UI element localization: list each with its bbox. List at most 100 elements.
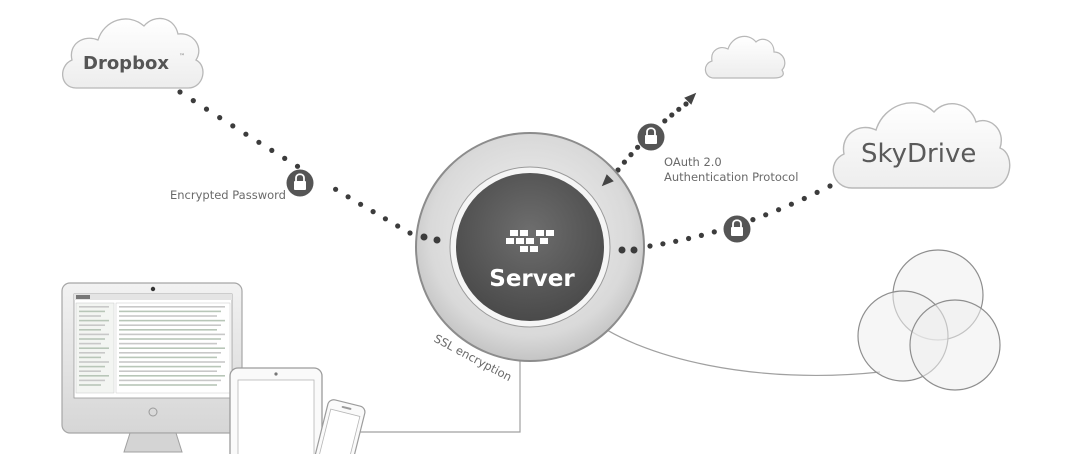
connector-dot <box>618 246 626 254</box>
path-dot <box>827 183 833 189</box>
path-dot <box>686 235 692 242</box>
oauth-dotted-path <box>615 101 689 173</box>
lock-icon <box>645 127 657 144</box>
server-label: Server <box>489 266 575 292</box>
screen-row <box>79 384 101 386</box>
desktop-computer[interactable] <box>61 282 243 453</box>
screen-row <box>79 361 109 363</box>
lock-icon <box>731 219 743 236</box>
screen-row <box>119 319 225 322</box>
screen-row <box>119 333 225 336</box>
phone-speaker-icon <box>341 405 352 410</box>
screen-row <box>79 356 101 359</box>
path-dot <box>676 106 682 112</box>
dropbox-cloud[interactable]: Dropbox ™ <box>62 17 204 89</box>
screen-row <box>119 306 225 308</box>
screen-row <box>119 365 221 368</box>
path-dot <box>698 232 705 238</box>
screen-row <box>119 347 225 349</box>
oauth-label-line1: OAuth 2.0 <box>664 155 722 169</box>
generic-cloud[interactable] <box>704 35 786 79</box>
screen-row <box>119 375 225 377</box>
screen-row <box>119 379 221 382</box>
path-dot <box>407 230 413 236</box>
tablet-screen <box>237 379 315 454</box>
oauth-label-line2: Authentication Protocol <box>664 170 798 184</box>
path-dot <box>177 89 183 95</box>
path-dot <box>243 131 249 137</box>
path-dot <box>382 216 388 222</box>
path-dot <box>358 201 364 207</box>
skydrive-label: SkyDrive <box>861 139 976 169</box>
skydrive-cloud[interactable]: SkyDrive . <box>832 102 1011 189</box>
phone-screen <box>316 408 361 454</box>
connector-lines <box>360 314 881 433</box>
path-dot <box>217 115 223 121</box>
path-dot <box>345 194 351 200</box>
app-file-rows <box>119 306 225 386</box>
screen-row <box>79 333 109 336</box>
server-node[interactable]: Server <box>415 132 645 362</box>
lock-oauth <box>637 123 665 151</box>
path-dot <box>776 207 782 213</box>
screen-row <box>119 342 217 345</box>
cloud-icon <box>704 35 786 79</box>
screen-row <box>119 384 217 386</box>
encrypted-password-label: Encrypted Password <box>170 188 286 202</box>
lock-skydrive <box>723 215 751 243</box>
tablet-camera-icon <box>274 372 278 376</box>
path-dot <box>395 223 401 229</box>
server-logo-icon <box>506 230 554 252</box>
path-dot <box>190 98 196 104</box>
screen-row <box>79 310 105 313</box>
path-dot <box>669 112 675 118</box>
screen-row <box>79 315 101 317</box>
dropbox-trademark: ™ <box>179 53 185 60</box>
screen-row <box>79 375 109 377</box>
app-logo-icon <box>76 295 90 299</box>
phone-device[interactable] <box>312 398 366 454</box>
screen-row <box>79 347 109 349</box>
screen-row <box>79 329 101 331</box>
screen-row <box>119 356 217 359</box>
path-dot <box>662 118 668 124</box>
path-dot <box>615 167 621 173</box>
path-dot <box>711 229 717 235</box>
connector-dot <box>433 236 441 244</box>
path-dot <box>370 209 376 215</box>
path-dot <box>333 186 339 192</box>
screen-row <box>79 306 109 308</box>
screen-row <box>119 338 221 340</box>
cloud-icon <box>62 17 204 89</box>
skydrive-dot: . <box>967 146 973 167</box>
path-dot <box>269 147 275 153</box>
screen-row <box>79 379 105 382</box>
connector-dot <box>630 246 638 254</box>
skydrive-dotted-path <box>647 183 833 249</box>
imac-stand <box>123 432 183 453</box>
screen-row <box>119 329 217 331</box>
app-sidebar-tree <box>79 306 109 386</box>
arrow-icon <box>684 92 697 105</box>
path-dot <box>621 159 628 165</box>
screen-row <box>79 338 105 340</box>
connector-dot <box>420 233 428 241</box>
screen-row <box>79 342 101 345</box>
arrow-icon <box>601 174 614 187</box>
storage-cluster[interactable] <box>857 249 1001 391</box>
path-dot <box>683 101 689 107</box>
screen-row <box>79 319 109 322</box>
screen-row <box>79 370 101 372</box>
path-dot <box>788 201 795 207</box>
path-dot <box>203 106 210 112</box>
path-dot <box>256 139 262 145</box>
tablet-device[interactable] <box>229 367 323 454</box>
path-dot <box>647 243 653 249</box>
lock-dropbox <box>286 169 314 197</box>
path-dot <box>801 195 807 202</box>
path-dot <box>230 123 236 129</box>
screen-row <box>119 370 217 372</box>
cloud-icon <box>832 102 1011 189</box>
